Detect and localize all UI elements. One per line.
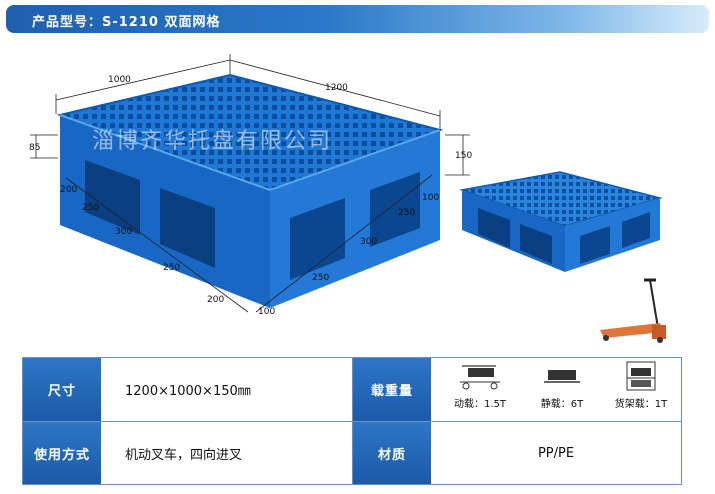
rack-load: 货架载：1T [603,360,679,410]
company-watermark: 淄博齐华托盘有限公司 [92,129,332,154]
usage-label: 使用方式 [23,422,101,484]
product-illustration: 1000 1200 85 150 200 250 300 250 200 100… [29,54,666,343]
pallet-rim [59,114,441,192]
static-load-label: 静载：6T [540,399,584,410]
dim-right-4: 250 [312,273,329,283]
small-pallet [459,171,663,272]
dim-left-4: 250 [163,263,180,273]
fork-opening [160,188,215,268]
title-bar: 产品型号：S-1210 双面网格 [6,5,709,33]
product-title: 产品型号：S-1210 双面网格 [32,15,221,30]
dim-left-3: 300 [115,227,132,237]
row-divider [23,421,681,422]
dim-left-5: 200 [207,295,224,305]
load-values: 动载：1.5T 静载：6T 货架载：1T [431,358,681,421]
dim-height-right: 150 [455,151,472,161]
dim-left-6: 100 [258,307,275,317]
dynamic-load-icon [460,365,500,390]
dim-left-1: 200 [60,185,77,195]
material-label: 材质 [353,422,431,484]
spec-table: 尺寸 1200×1000×150㎜ 载重量 动载：1.5T 静载：6T [22,357,682,485]
main-pallet [56,73,444,308]
material-value: PP/PE [431,422,681,484]
size-value: 1200×1000×150㎜ [101,358,353,421]
rack-load-icon [626,361,656,391]
dim-height-left: 85 [29,143,40,153]
dim-left-2: 250 [82,203,99,213]
static-load: 静载：6T [527,362,597,410]
static-load-icon [544,370,580,383]
fork-opening [85,160,140,235]
dim-top-left: 1000 [108,75,131,85]
rack-load-label: 货架载：1T [614,399,668,410]
dynamic-load-label: 动载：1.5T [453,399,506,410]
dynamic-load: 动载：1.5T [443,362,517,410]
size-label: 尺寸 [23,358,101,421]
pallet-jack-icon [600,278,666,343]
dim-right-1: 100 [422,193,439,203]
dimension-lines [30,54,470,313]
usage-value: 机动叉车，四向进叉 [101,422,353,484]
dim-right-2: 250 [398,208,415,218]
load-label: 载重量 [353,358,431,421]
fork-opening [370,172,420,247]
dim-top-right: 1200 [325,83,348,93]
dim-right-3: 300 [360,237,377,247]
fork-opening [290,198,345,280]
